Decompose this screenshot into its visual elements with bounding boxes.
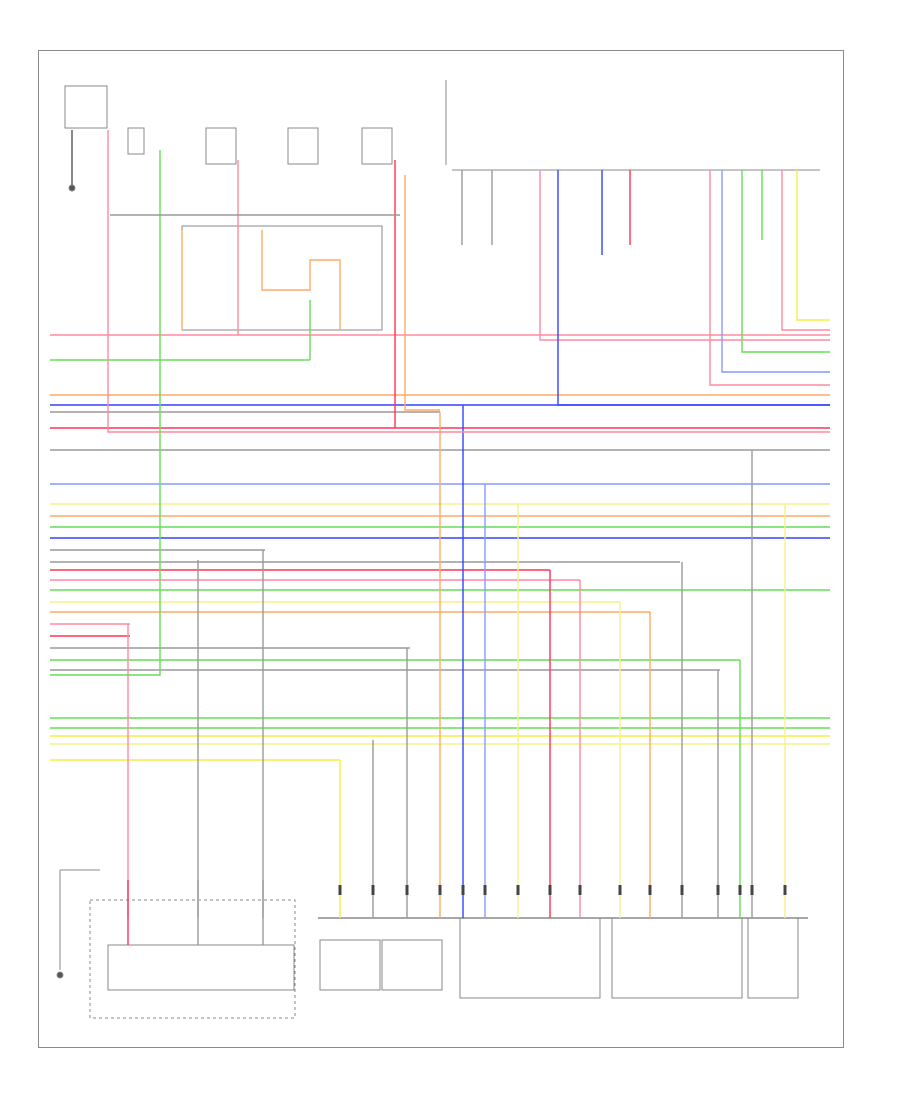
module-box-4	[361, 127, 393, 165]
connector-pin	[405, 885, 409, 895]
wires	[50, 130, 830, 945]
ground-symbol-left	[56, 971, 64, 979]
ground-symbol-top	[68, 184, 76, 192]
rm-light-blue	[721, 170, 830, 373]
connector-pin	[371, 885, 375, 895]
connector-pin	[618, 885, 622, 895]
bottom-module-b	[611, 917, 743, 999]
rm-yellow-r	[796, 170, 830, 321]
up-green-left	[50, 150, 161, 676]
speed-sensor-right	[381, 939, 443, 991]
connector-pin	[648, 885, 652, 895]
rm-pink-r	[781, 170, 830, 331]
connector-pin	[438, 885, 442, 895]
module-box-2	[205, 127, 237, 165]
connector-dots	[338, 885, 787, 895]
connector-pin	[548, 885, 552, 895]
sensor-box	[64, 85, 108, 129]
bottom-module-a	[459, 917, 601, 999]
diagram-frame	[38, 50, 844, 1048]
switch-cluster	[89, 899, 296, 1019]
bottom-module-c	[747, 917, 799, 999]
rm-pink	[539, 170, 830, 341]
connector-pin	[461, 885, 465, 895]
connector-pin	[578, 885, 582, 895]
speed-sensor-left	[319, 939, 381, 991]
connector-pin	[783, 885, 787, 895]
connector-pin	[716, 885, 720, 895]
rm-blue	[557, 170, 830, 406]
up-orange-col	[404, 175, 440, 411]
switch-body	[107, 944, 295, 991]
relay-block	[181, 225, 383, 331]
connector-pin	[680, 885, 684, 895]
rm-pink-3	[709, 170, 830, 386]
connector-pin	[750, 885, 754, 895]
connector-pin	[483, 885, 487, 895]
component-outlines	[56, 80, 820, 1019]
rm-green-r	[741, 170, 830, 353]
connector-pin	[738, 885, 742, 895]
connector-pin	[516, 885, 520, 895]
module-box-3	[287, 127, 319, 165]
module-box-1	[127, 127, 145, 155]
connector-pin	[338, 885, 342, 895]
up-orange-relay2	[261, 230, 341, 330]
up-pink-left	[107, 130, 830, 433]
